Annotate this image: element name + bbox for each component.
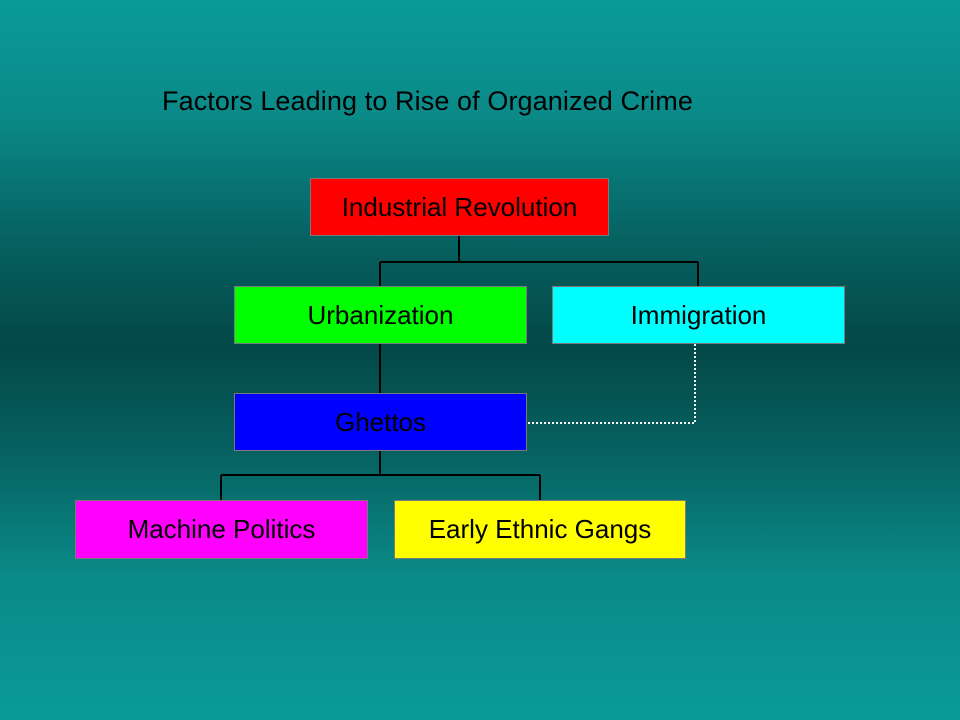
node-label: Immigration <box>630 299 767 330</box>
node-label: Industrial Revolution <box>341 191 578 222</box>
node-label: Early Ethnic Gangs <box>428 514 652 544</box>
node-label: Urbanization <box>307 299 454 330</box>
node-machine-politics: Machine Politics <box>75 500 368 559</box>
node-industrial-revolution: Industrial Revolution <box>310 178 609 236</box>
node-ghettos: Ghettos <box>234 393 527 451</box>
node-immigration: Immigration <box>552 286 845 344</box>
node-label: Ghettos <box>334 406 427 437</box>
diagram-title: Factors Leading to Rise of Organized Cri… <box>162 86 693 116</box>
node-label: Machine Politics <box>127 514 316 544</box>
node-urbanization: Urbanization <box>234 286 527 344</box>
node-early-ethnic-gangs: Early Ethnic Gangs <box>394 500 686 559</box>
edge-immigration-ghettos-dotted <box>527 344 696 424</box>
